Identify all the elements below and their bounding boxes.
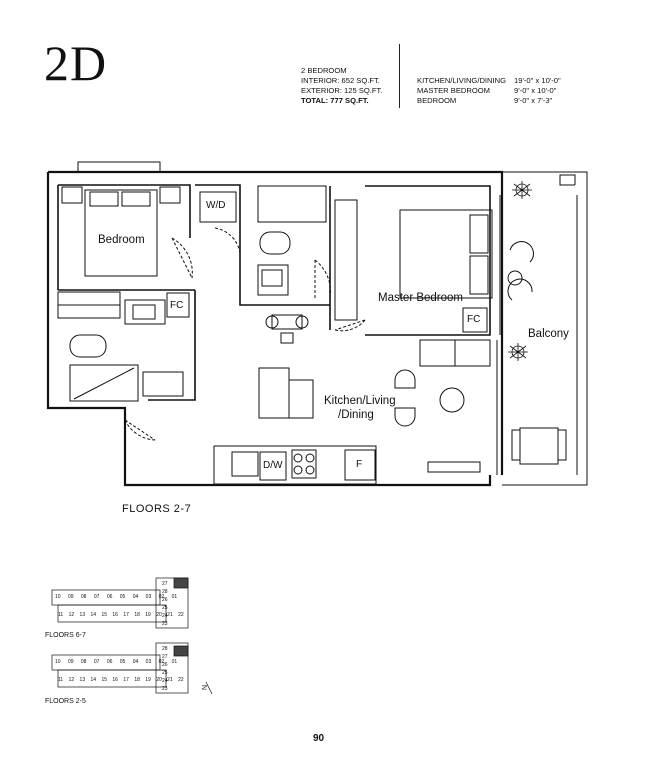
window bbox=[77, 161, 161, 173]
dishwasher bbox=[259, 451, 287, 481]
kitchen-island bbox=[258, 367, 290, 419]
door-swing bbox=[314, 259, 331, 300]
keyplan-floors-label: FLOORS 2-5 bbox=[45, 698, 86, 705]
chair bbox=[280, 332, 294, 344]
fridge-label: F bbox=[356, 459, 363, 470]
room-name: BEDROOM bbox=[417, 96, 457, 105]
tub bbox=[257, 185, 327, 223]
pillow bbox=[469, 255, 489, 295]
vanity bbox=[124, 299, 166, 325]
keyplan-floors-label: FLOORS 6-7 bbox=[45, 632, 86, 639]
balcony-chair bbox=[511, 429, 521, 461]
media-console bbox=[427, 461, 481, 473]
keyplan-shapes bbox=[51, 577, 213, 695]
room-name: MASTER BEDROOM bbox=[417, 86, 490, 95]
balcony-rail bbox=[559, 174, 576, 186]
keyplan-top-row: 10 09 08 07 06 05 04 03 02 01 bbox=[55, 659, 178, 665]
unit-title: 2D bbox=[44, 35, 108, 91]
balcony-chair bbox=[557, 429, 567, 461]
shower bbox=[69, 364, 139, 402]
pillow bbox=[121, 191, 151, 207]
room-label-balcony: Balcony bbox=[528, 328, 569, 340]
unit-specs: 2 BEDROOM INTERIOR: 652 SQ.FT. EXTERIOR:… bbox=[301, 66, 382, 106]
bedroom-count: 2 BEDROOM bbox=[301, 66, 347, 75]
vanity bbox=[257, 264, 289, 296]
pillow bbox=[89, 191, 119, 207]
door-swing bbox=[171, 237, 193, 279]
dining-table bbox=[271, 314, 303, 330]
balcony-chair bbox=[507, 278, 533, 301]
wall bbox=[148, 290, 196, 401]
coffee-table bbox=[439, 387, 465, 413]
nightstand bbox=[61, 186, 83, 204]
room-dims: 19'-0" x 10'-0" bbox=[514, 76, 561, 85]
door-swing bbox=[124, 419, 156, 441]
washer-dryer bbox=[199, 191, 237, 223]
fc-label: FC bbox=[467, 314, 481, 325]
room-names: KITCHEN/LIVING/DINING MASTER BEDROOM BED… bbox=[417, 76, 506, 106]
fridge bbox=[344, 449, 376, 481]
fc-label: FC bbox=[170, 300, 184, 311]
balcony-chair bbox=[509, 241, 534, 263]
room-name: KITCHEN/LIVING/DINING bbox=[417, 76, 507, 85]
wall bbox=[58, 184, 191, 238]
keyplan-top-row: 10 09 08 07 06 05 04 03 02 01 bbox=[55, 594, 178, 600]
room-label-kitchen: Kitchen/Living bbox=[324, 395, 396, 407]
page-number: 90 bbox=[313, 733, 325, 744]
room-label-master-bedroom: Master Bedroom bbox=[378, 292, 464, 304]
room-label-dining: /Dining bbox=[338, 409, 374, 421]
wall bbox=[365, 185, 491, 336]
balcony-side-table bbox=[507, 270, 523, 286]
bed bbox=[399, 209, 493, 299]
linen bbox=[142, 371, 184, 397]
floors-label: FLOORS 2-7 bbox=[122, 503, 192, 515]
washer-dryer-label: W/D bbox=[206, 200, 226, 211]
interior-area: INTERIOR: 652 SQ.FT. bbox=[301, 76, 380, 85]
balcony-outline bbox=[502, 171, 588, 486]
wall bbox=[195, 184, 330, 306]
sink bbox=[132, 304, 156, 320]
keyplan-bottom-row: 11 12 13 14 15 16 17 18 19 20 21 22 bbox=[58, 612, 184, 618]
cooktop bbox=[291, 449, 317, 479]
toilet bbox=[69, 334, 107, 358]
pillow bbox=[469, 214, 489, 254]
total-area: TOTAL: 777 SQ.FT. bbox=[301, 96, 369, 105]
door-swing bbox=[334, 319, 366, 332]
exterior-area: EXTERIOR: 125 SQ.FT. bbox=[301, 86, 383, 95]
fc-box bbox=[462, 307, 488, 333]
kitchen-counter bbox=[213, 445, 377, 485]
island-counter bbox=[288, 379, 314, 419]
room-dims: 9'-0" x 7'-3" bbox=[514, 96, 553, 105]
sink bbox=[231, 451, 259, 477]
sink bbox=[261, 269, 283, 287]
balcony-table bbox=[519, 427, 559, 465]
toilet bbox=[259, 231, 291, 255]
chair bbox=[394, 407, 416, 427]
plant-icon bbox=[508, 181, 532, 361]
chair bbox=[394, 369, 416, 389]
north-arrow-label: N bbox=[202, 684, 210, 691]
room-dimensions: 19'-0" x 10'-0" 9'-0" x 10'-0" 9'-0" x 7… bbox=[514, 76, 561, 106]
spec-divider bbox=[399, 44, 400, 108]
door-swing bbox=[214, 227, 241, 254]
dishwasher-label: D/W bbox=[263, 460, 283, 471]
keyplan-bottom-row: 11 12 13 14 15 16 17 18 19 20 21 22 bbox=[58, 677, 184, 683]
room-dims: 9'-0" x 10'-0" bbox=[514, 86, 557, 95]
outer-wall bbox=[48, 170, 504, 475]
room-label-bedroom: Bedroom bbox=[98, 234, 145, 246]
closet bbox=[334, 199, 358, 321]
nightstand bbox=[159, 186, 181, 204]
bed bbox=[84, 189, 158, 277]
fc-box bbox=[166, 292, 190, 318]
outer-wall bbox=[46, 172, 492, 487]
